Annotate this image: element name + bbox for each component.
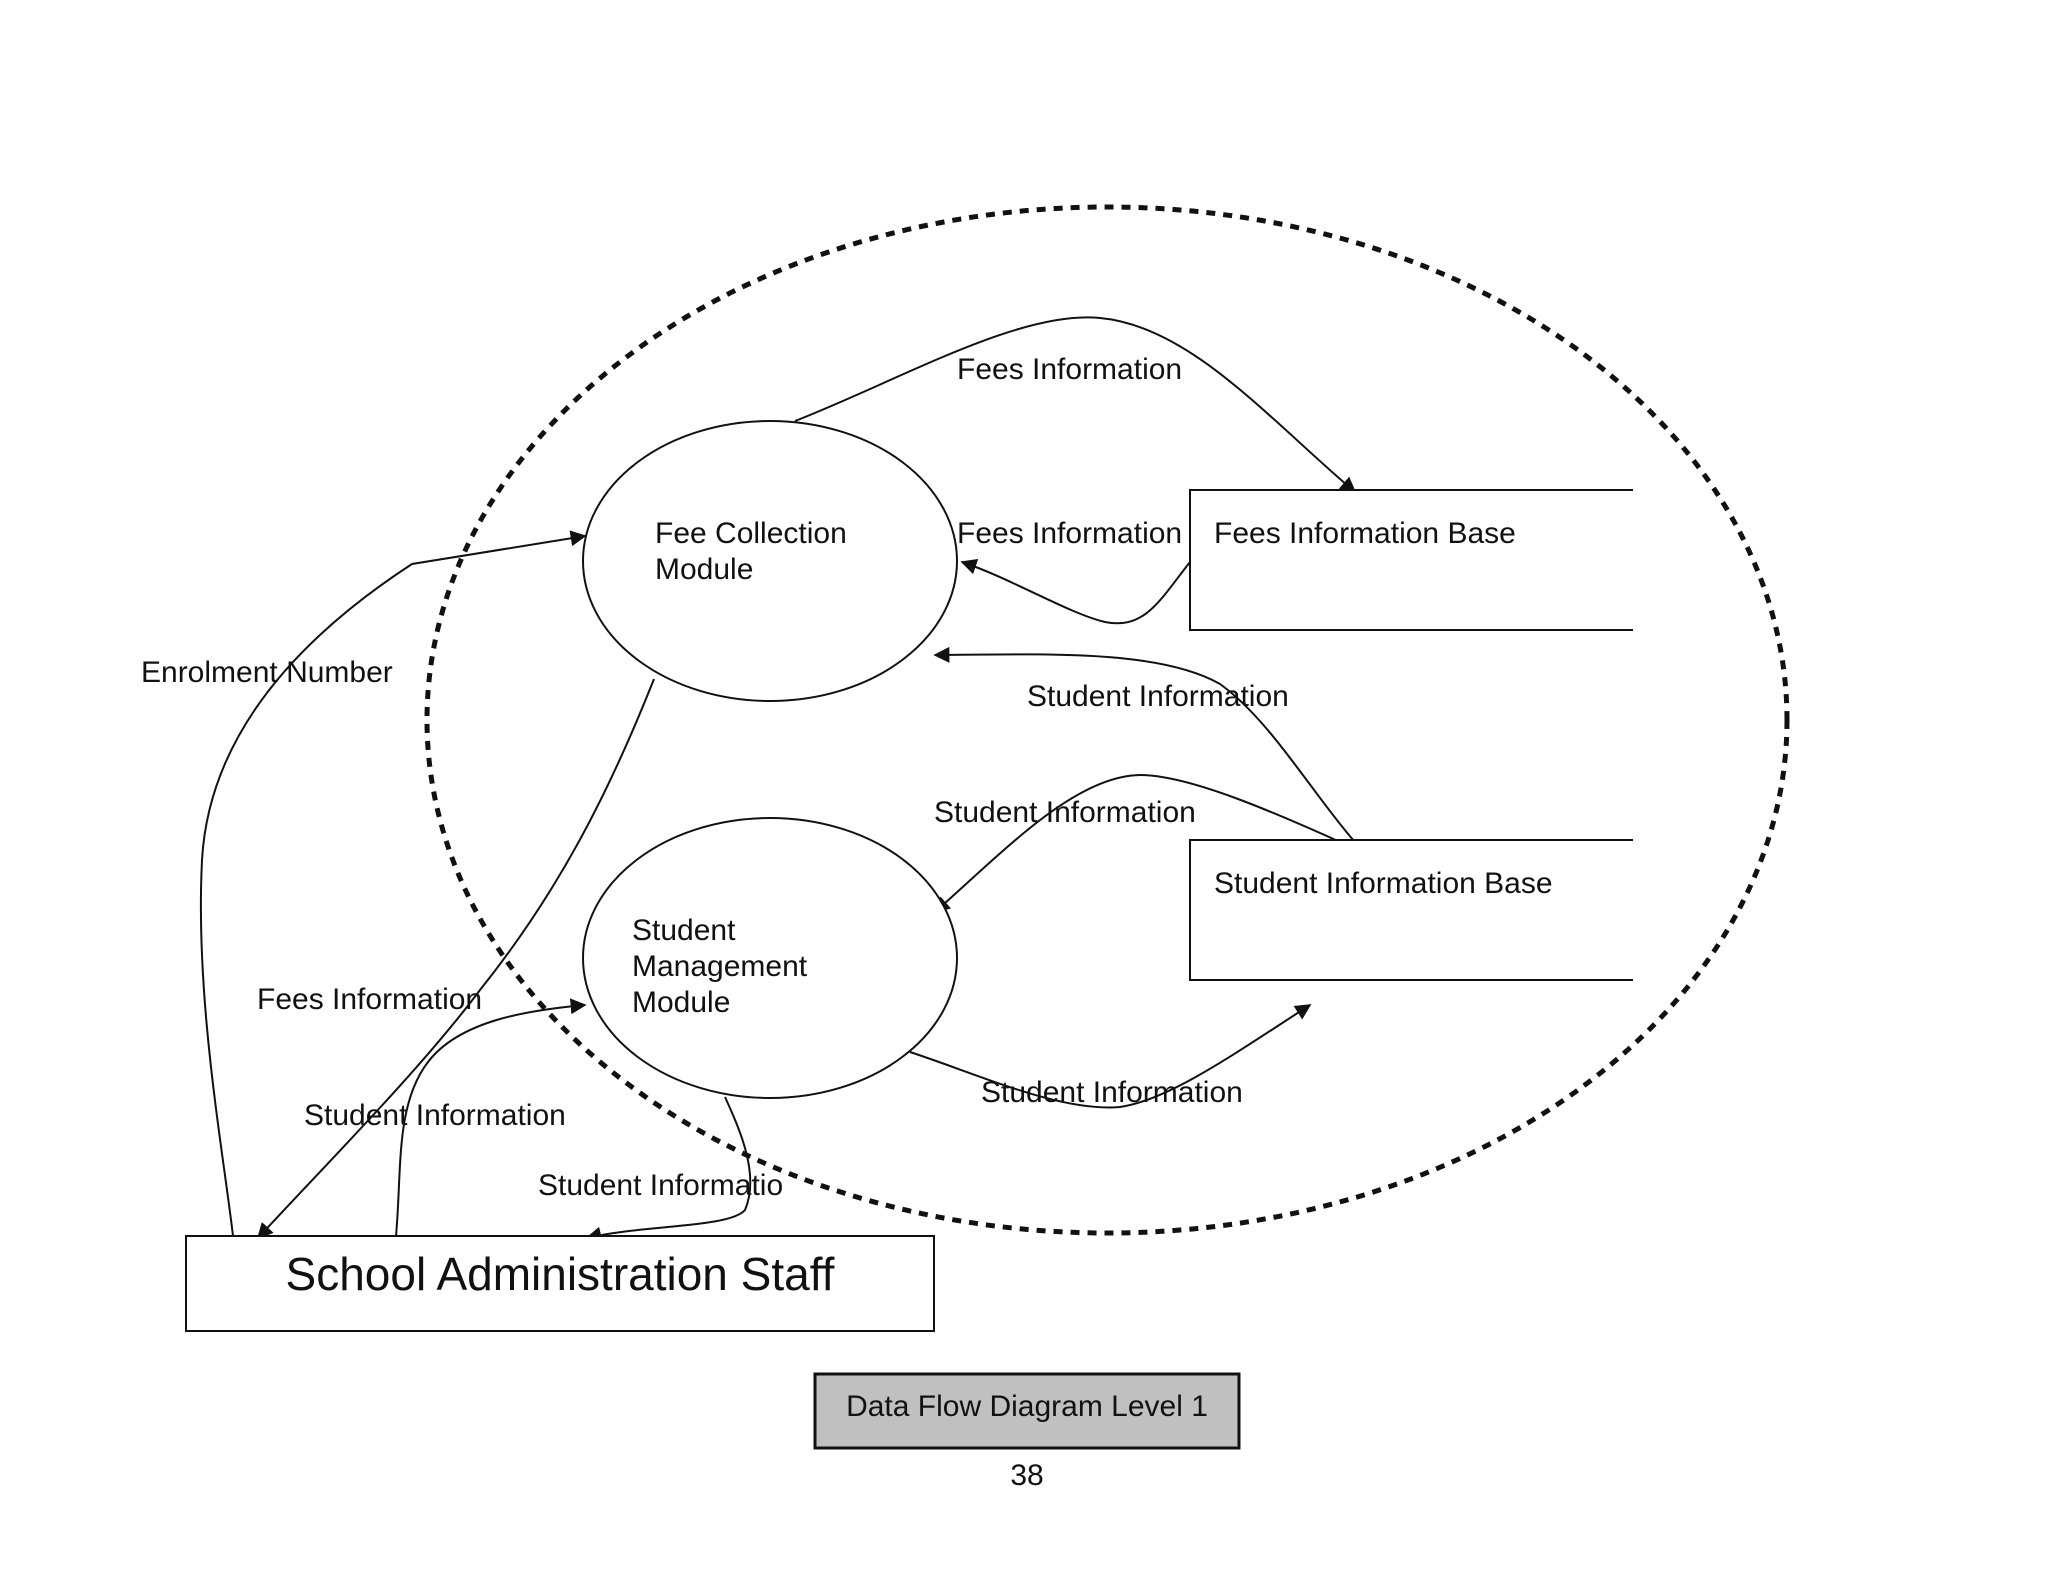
student-management-module-process — [582, 817, 958, 1099]
flow-store-to-fee-module — [960, 558, 1191, 625]
school-administration-staff-entity: School Administration Staff — [185, 1235, 935, 1332]
diagram-caption-label: Data Flow Diagram Level 1 — [846, 1390, 1208, 1423]
page-number: 38 — [1010, 1459, 1043, 1492]
flow-enrolment-number — [199, 530, 587, 1237]
flow-label-store-to-fee-module: Fees Information — [957, 517, 1182, 550]
flow-label-student-base-to-fee-module: Student Information — [1027, 680, 1289, 713]
flow-student-module-to-staff — [585, 1096, 752, 1243]
flow-label-student-base-to-student-module: Student Information — [934, 796, 1196, 829]
flow-student-base-to-student-module — [933, 773, 1339, 914]
flow-label-staff-to-student-module: Student Information — [304, 1099, 566, 1132]
flow-label-enrolment-number: Enrolment Number — [141, 656, 393, 689]
flow-label-student-module-to-staff: Student Informatio — [538, 1169, 783, 1202]
flow-fees-to-staff — [256, 678, 655, 1240]
flow-student-base-to-fee-module — [933, 646, 1355, 842]
fee-collection-module-label: Fee Collection Module — [655, 517, 855, 586]
flow-fees-to-store — [794, 316, 1357, 494]
system-boundary — [424, 204, 1790, 1236]
fees-information-base-store: Fees Information Base — [1189, 489, 1633, 631]
flow-label-fees-to-staff: Fees Information — [257, 983, 482, 1016]
flow-staff-to-student-module — [395, 998, 587, 1237]
student-information-base-store: Student Information Base — [1189, 839, 1633, 981]
school-administration-staff-label: School Administration Staff — [286, 1248, 835, 1300]
fee-collection-module-process — [582, 420, 958, 702]
student-information-base-label: Student Information Base — [1214, 867, 1553, 900]
flow-student-module-to-student-base — [909, 1004, 1312, 1109]
diagram-caption: Data Flow Diagram Level 1 — [813, 1372, 1241, 1450]
fees-information-base-label: Fees Information Base — [1214, 517, 1516, 550]
flow-label-student-module-to-student-base: Student Information — [981, 1076, 1243, 1109]
flow-label-fees-to-store: Fees Information — [957, 353, 1182, 386]
student-management-module-label: Student Management Module — [632, 914, 815, 1019]
